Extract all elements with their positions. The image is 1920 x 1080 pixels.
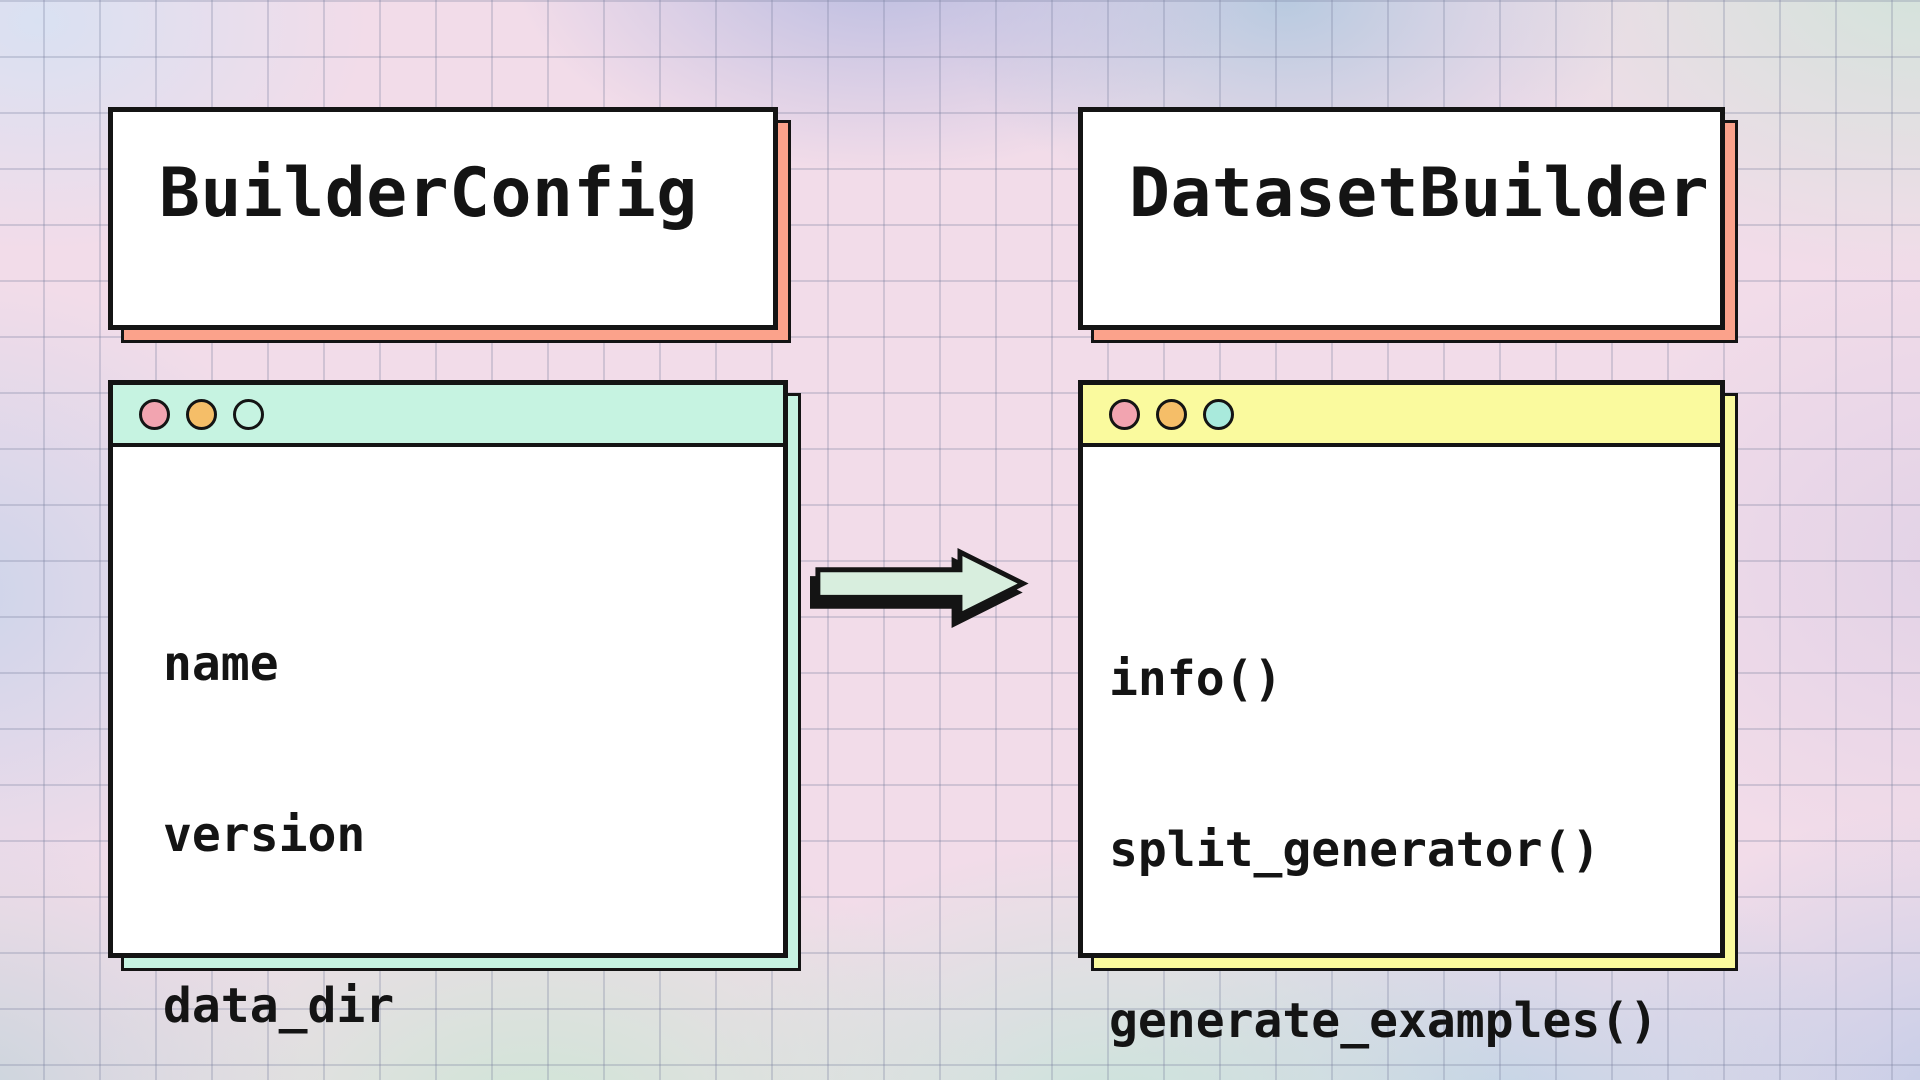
traffic-light-close-icon: [1109, 398, 1140, 430]
method-item: split_generator(): [1109, 822, 1601, 878]
traffic-light-minimize-icon: [186, 398, 217, 430]
class-title: DatasetBuilder: [1078, 107, 1725, 330]
attribute-item: name: [163, 636, 279, 692]
method-item: info(): [1109, 651, 1283, 707]
traffic-light-close-icon: [139, 398, 170, 430]
attribute-item: version: [163, 807, 366, 863]
window-builderconfig: name version data_dir data_files descrip…: [108, 380, 801, 1034]
traffic-light-maximize-icon: [1203, 398, 1234, 430]
class-box-builderconfig: BuilderConfig: [108, 107, 791, 343]
window-datasetbuilder: info() split_generator() generate_exampl…: [1078, 380, 1738, 1049]
traffic-light-minimize-icon: [1156, 398, 1187, 430]
arrow-body: [815, 547, 1029, 620]
attribute-list: name version data_dir data_files descrip…: [113, 447, 783, 1080]
right-arrow-icon: [810, 547, 1029, 629]
window-face: name version data_dir data_files descrip…: [108, 380, 788, 1034]
window-titlebar: [1083, 385, 1720, 447]
window-titlebar: [113, 385, 783, 447]
attribute-item: data_dir: [163, 978, 395, 1034]
traffic-light-maximize-icon: [233, 398, 264, 430]
class-title: BuilderConfig: [108, 107, 778, 330]
window-face: info() split_generator() generate_exampl…: [1078, 380, 1725, 1049]
class-box-datasetbuilder: DatasetBuilder: [1078, 107, 1738, 343]
method-item: generate_examples(): [1109, 993, 1659, 1049]
method-list: info() split_generator() generate_exampl…: [1083, 447, 1720, 1080]
